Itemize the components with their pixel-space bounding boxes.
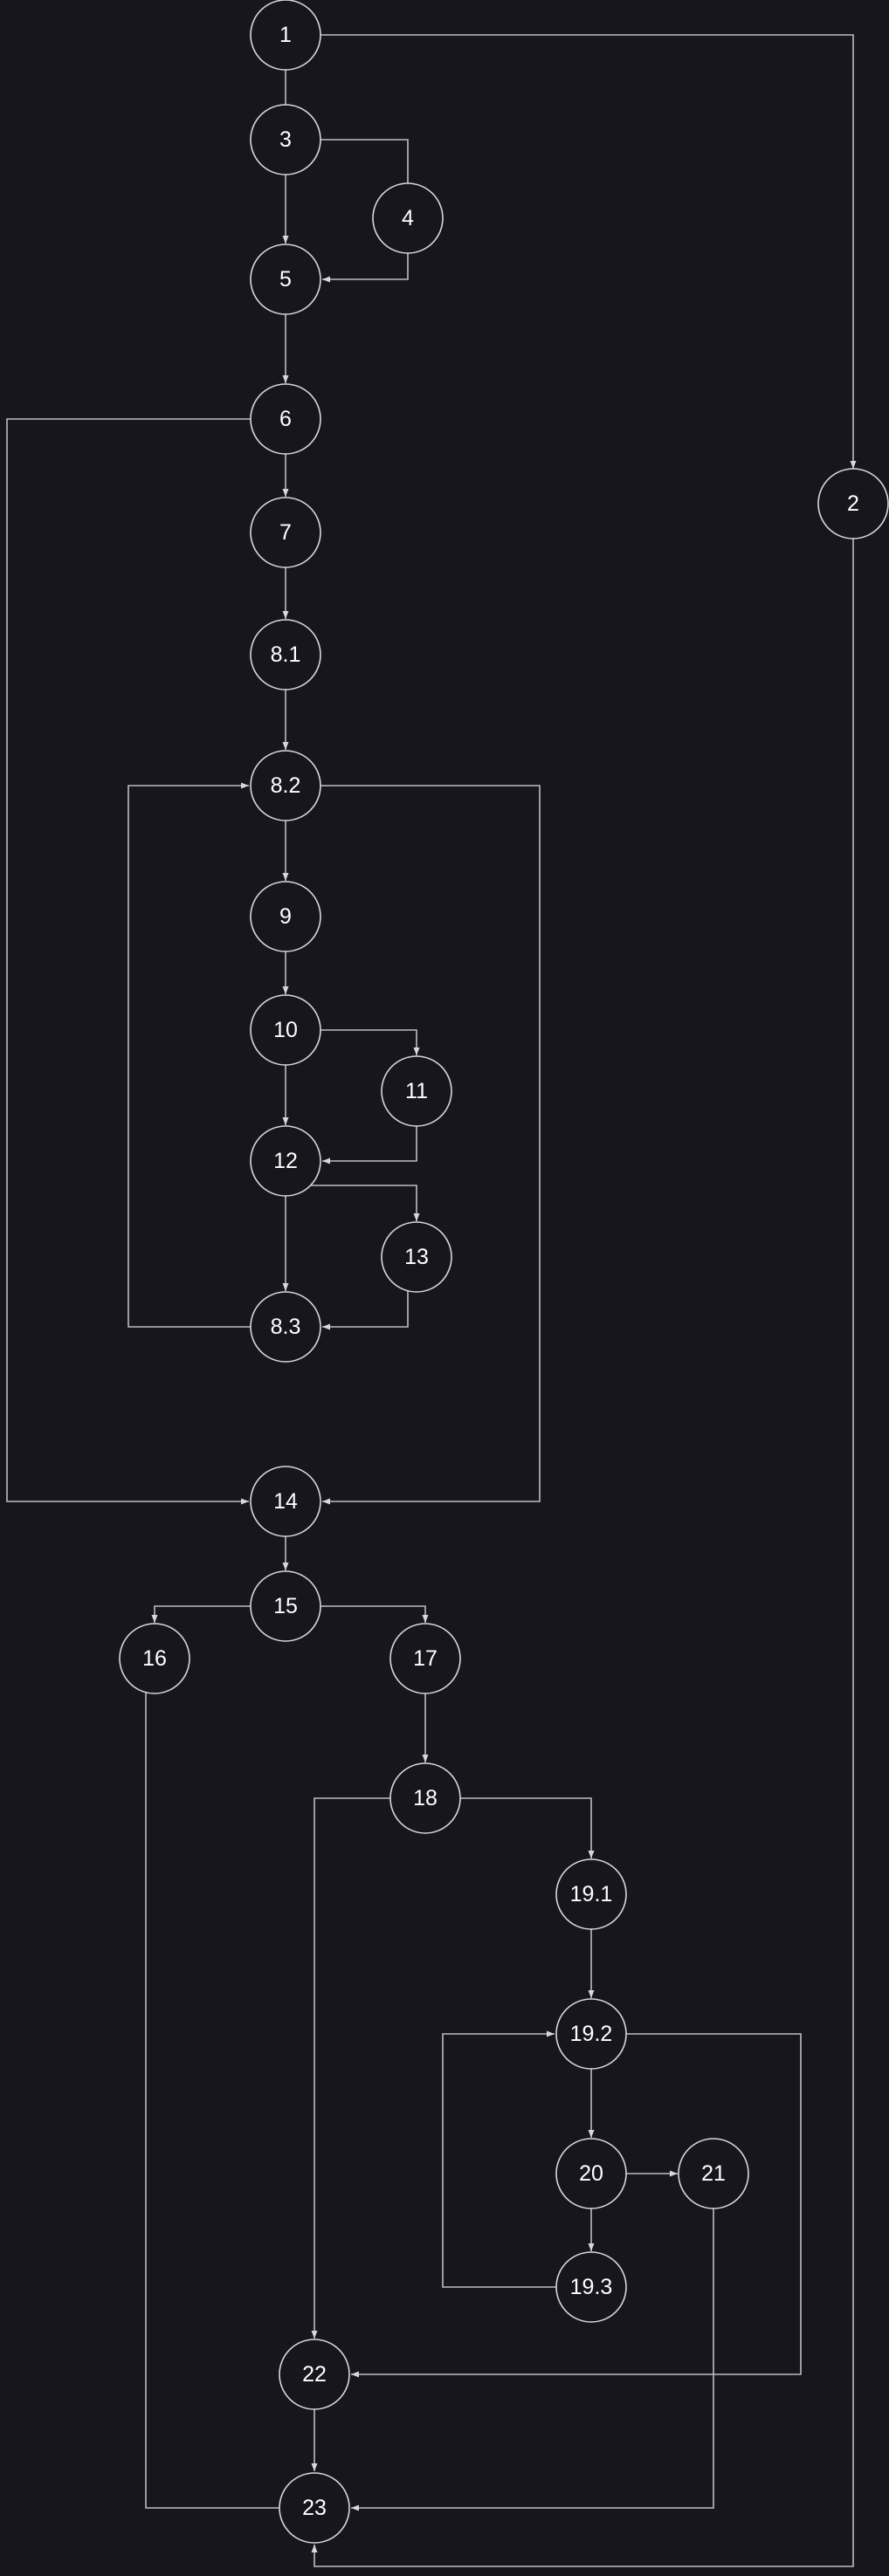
svg-text:11: 11 <box>405 1079 428 1103</box>
edge-11-to-12 <box>322 1126 417 1164</box>
edge-1-to-2 <box>320 34 857 469</box>
node-19-3: 19.3 <box>555 2251 627 2323</box>
svg-text:18: 18 <box>413 1786 438 1810</box>
node-1: 1 <box>250 0 321 71</box>
node-8-1: 8.1 <box>250 619 321 690</box>
edge-3-to-4 <box>320 139 409 183</box>
svg-text:19.3: 19.3 <box>570 2275 613 2299</box>
edge-8-2-to-14 <box>320 785 541 1505</box>
edge-19-2-to-22 <box>351 2033 802 2378</box>
node-2: 2 <box>817 468 889 539</box>
edge-18-to-19-1 <box>460 1797 595 1858</box>
edge-2-to-23 <box>311 539 854 2567</box>
svg-text:7: 7 <box>279 520 292 545</box>
node-4: 4 <box>372 182 444 254</box>
svg-text:13: 13 <box>404 1245 429 1269</box>
node-9: 9 <box>250 881 321 952</box>
svg-text:19.2: 19.2 <box>570 2022 613 2046</box>
edge-4-to-5 <box>322 253 409 283</box>
node-16: 16 <box>119 1623 190 1694</box>
edge-18-to-22 <box>311 1797 390 2339</box>
svg-text:5: 5 <box>279 267 292 292</box>
node-3: 3 <box>250 104 321 175</box>
node-11: 11 <box>381 1055 452 1127</box>
edge-12-to-13 <box>310 1185 420 1221</box>
edge-6-to-14 <box>6 418 251 1505</box>
svg-text:15: 15 <box>273 1594 298 1618</box>
svg-text:8.3: 8.3 <box>271 1315 301 1339</box>
node-6: 6 <box>250 383 321 455</box>
node-5: 5 <box>250 244 321 315</box>
svg-text:12: 12 <box>273 1149 298 1173</box>
node-23: 23 <box>279 2472 350 2544</box>
edge-13-to-8-3 <box>322 1290 409 1330</box>
edge-10-to-11 <box>320 1029 420 1055</box>
svg-text:9: 9 <box>279 904 292 929</box>
edges-layer <box>6 34 857 2567</box>
nodes-layer: 1 2 3 4 5 6 7 8.1 8.2 9 10 11 12 13 8.3 … <box>119 0 889 2544</box>
node-22: 22 <box>279 2339 350 2410</box>
node-19-1: 19.1 <box>555 1858 627 1930</box>
svg-text:20: 20 <box>579 2161 603 2186</box>
svg-text:4: 4 <box>402 206 414 230</box>
node-7: 7 <box>250 497 321 568</box>
svg-text:3: 3 <box>279 127 292 152</box>
node-8-3: 8.3 <box>250 1291 321 1363</box>
edge-15-to-17 <box>320 1605 429 1623</box>
svg-text:1: 1 <box>279 23 292 47</box>
svg-text:8.2: 8.2 <box>271 773 301 798</box>
edge-8-3-to-8-2 <box>127 782 251 1328</box>
edge-21-to-23 <box>351 2208 714 2511</box>
node-10: 10 <box>250 994 321 1066</box>
svg-text:6: 6 <box>279 407 292 431</box>
node-20: 20 <box>555 2138 627 2209</box>
edge-16-to-23 <box>145 1692 314 2511</box>
node-13: 13 <box>381 1221 452 1293</box>
node-8-2: 8.2 <box>250 750 321 821</box>
node-18: 18 <box>389 1762 461 1834</box>
svg-text:10: 10 <box>273 1018 298 1042</box>
edge-15-to-16 <box>151 1605 251 1623</box>
edge-19-3-to-19-2 <box>442 2030 556 2288</box>
node-17: 17 <box>389 1623 461 1694</box>
svg-text:8.1: 8.1 <box>271 642 301 667</box>
node-19-2: 19.2 <box>555 1998 627 2070</box>
svg-text:19.1: 19.1 <box>570 1882 613 1906</box>
svg-text:17: 17 <box>413 1646 438 1671</box>
svg-text:21: 21 <box>701 2161 726 2186</box>
svg-text:23: 23 <box>302 2496 327 2520</box>
svg-text:14: 14 <box>273 1489 298 1514</box>
svg-text:16: 16 <box>142 1646 167 1671</box>
node-21: 21 <box>678 2138 749 2209</box>
svg-text:22: 22 <box>302 2362 327 2387</box>
node-15: 15 <box>250 1570 321 1642</box>
node-14: 14 <box>250 1466 321 1537</box>
node-12: 12 <box>250 1125 321 1197</box>
svg-text:2: 2 <box>847 491 859 516</box>
